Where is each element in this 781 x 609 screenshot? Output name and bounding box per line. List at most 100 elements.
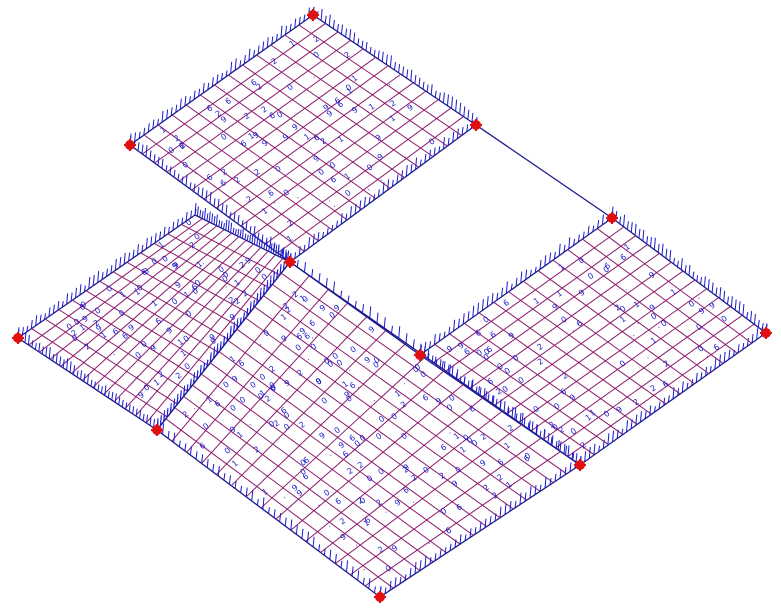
value-glyph: 0: [475, 348, 484, 358]
value-glyph: .: [694, 292, 701, 301]
value-glyph: .: [309, 71, 316, 80]
value-glyph: 0: [105, 284, 114, 294]
value-glyph: 0: [299, 467, 308, 477]
mesh-line: [271, 283, 554, 484]
edge-tick: [621, 428, 624, 436]
edge-tick: [448, 326, 451, 335]
mesh-line: [481, 261, 672, 398]
value-glyph: .: [629, 330, 636, 339]
value-glyph: 9: [219, 114, 228, 124]
edge-tick: [439, 359, 442, 369]
edge-tick: [707, 279, 710, 290]
value-glyph: .: [234, 266, 241, 275]
value-glyph: 0: [551, 422, 560, 432]
value-glyph: 2: [494, 386, 503, 396]
value-glyph: 9: [298, 326, 307, 336]
support-node-icon[interactable]: [307, 9, 319, 21]
edge-tick: [217, 466, 220, 476]
mesh-line: [263, 295, 541, 492]
value-glyph: 0: [384, 564, 393, 574]
edge-tick: [738, 301, 741, 313]
edge-tick: [181, 176, 184, 184]
support-node-icon[interactable]: [574, 459, 586, 471]
support-node-icon[interactable]: [606, 212, 618, 224]
edge-tick: [569, 462, 572, 472]
edge-tick: [80, 370, 83, 380]
value-glyph: 2: [227, 295, 236, 305]
value-glyph: .: [377, 174, 384, 183]
panel-right[interactable]: [418, 217, 768, 466]
value-glyph: 9: [94, 324, 103, 334]
edge-tick: [601, 214, 604, 225]
mesh-line: [530, 297, 719, 432]
edge-tick: [384, 587, 387, 594]
value-glyph: 9: [318, 303, 327, 313]
edge-tick: [349, 29, 352, 40]
edge-tick: [361, 40, 364, 49]
edge-tick: [340, 213, 343, 225]
value-glyph: 2: [648, 383, 657, 393]
edge-tick: [492, 395, 495, 405]
value-glyph: 9: [445, 344, 454, 354]
support-node-icon[interactable]: [12, 332, 24, 344]
edge-tick: [216, 347, 219, 355]
edge-tick: [219, 341, 222, 351]
edge-tick: [353, 32, 356, 43]
edge-tick: [399, 576, 402, 584]
edge-tick: [362, 304, 364, 313]
value-glyph: 0: [134, 350, 143, 360]
edge-tick: [211, 213, 214, 224]
value-glyph: 0: [427, 137, 436, 147]
value-glyph: 0: [142, 383, 151, 393]
edge-beams: [289, 124, 613, 356]
value-glyph: 6: [308, 318, 317, 328]
edge-tick: [312, 233, 315, 245]
edge-tick: [185, 174, 188, 186]
value-glyph: 0: [462, 433, 471, 443]
edge-tick: [723, 290, 726, 302]
value-glyph: 2: [263, 394, 272, 404]
value-glyph: 2: [214, 109, 223, 119]
edge-tick: [472, 305, 475, 318]
edge-tick: [162, 423, 165, 435]
panel-top[interactable]: [128, 14, 478, 263]
value-glyph: 0: [221, 270, 230, 280]
value-glyph: 2: [613, 303, 622, 313]
edge-tick: [503, 401, 506, 413]
support-node-icon[interactable]: [284, 256, 296, 268]
mesh-line: [143, 134, 305, 252]
value-glyph: 0: [193, 278, 202, 288]
edge-tick: [239, 318, 242, 326]
support-node-icon[interactable]: [470, 119, 482, 131]
value-glyph: .: [314, 499, 321, 508]
edge-tick: [681, 381, 684, 393]
support-node-icon[interactable]: [151, 424, 163, 436]
value-glyph: 6: [177, 141, 186, 151]
value-glyph: 6: [312, 133, 321, 143]
panel-bottom[interactable]: [156, 261, 582, 598]
value-glyph: 0: [503, 366, 512, 376]
edge-tick: [661, 243, 664, 256]
support-node-icon[interactable]: [374, 591, 386, 603]
edge-tick: [134, 132, 137, 142]
value-glyph: 0: [267, 419, 276, 429]
value-glyph: .: [364, 184, 371, 193]
edge-tick: [487, 393, 490, 402]
value-glyph: 9: [367, 324, 376, 334]
value-glyph: 0: [419, 369, 428, 379]
edge-tick: [345, 28, 348, 38]
value-glyph: .: [360, 564, 367, 573]
value-glyph: 2: [252, 444, 261, 454]
support-node-icon[interactable]: [760, 327, 772, 339]
support-node-icon[interactable]: [414, 349, 426, 361]
panel-left[interactable]: [16, 214, 292, 431]
value-glyph: 0: [482, 347, 491, 357]
edge-tick: [529, 486, 532, 499]
support-node-icon[interactable]: [124, 139, 136, 151]
edge-tick: [454, 539, 457, 548]
mesh-line: [201, 373, 447, 554]
edge-tick: [178, 440, 181, 447]
edge-tick: [142, 413, 145, 421]
